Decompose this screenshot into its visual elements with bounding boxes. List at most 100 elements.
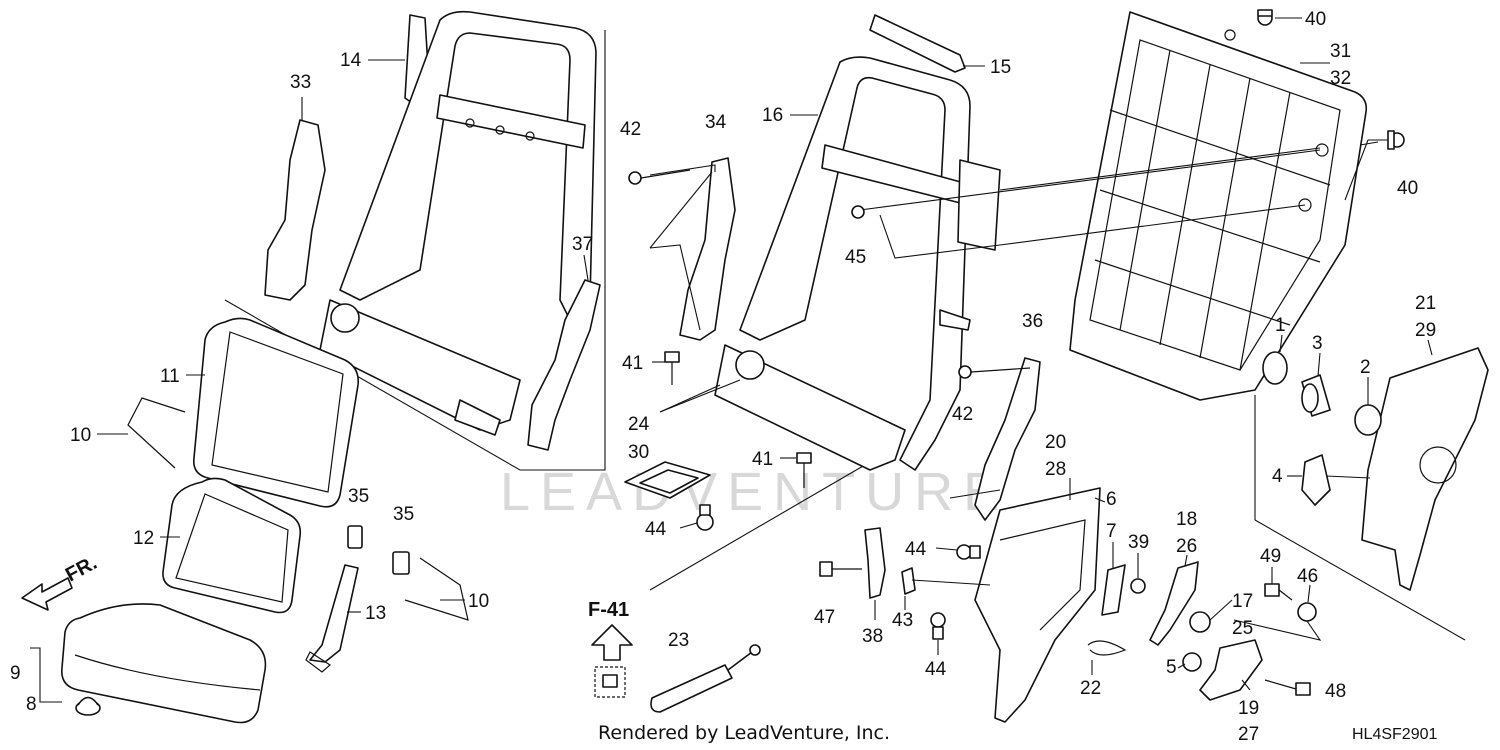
pin-22 [1087, 640, 1127, 656]
gas-strut [650, 644, 761, 713]
bolt-49 [1264, 583, 1293, 601]
callout-28: 28 [1045, 459, 1066, 480]
callout-6: 6 [1106, 489, 1117, 510]
seat-cushion-pad [192, 317, 360, 508]
callout-42-a: 42 [620, 119, 641, 140]
callout-5: 5 [1166, 657, 1177, 678]
callout-36: 36 [1022, 311, 1043, 332]
seat-back-frame-left [319, 10, 597, 436]
washer-17 [1189, 611, 1211, 633]
cap-2 [1354, 404, 1382, 436]
callout-40-top: 40 [1305, 9, 1326, 30]
callout-25: 25 [1232, 618, 1253, 639]
callout-42-b: 42 [952, 404, 973, 425]
hinge-cover-21 [1361, 347, 1489, 591]
front-direction-arrow: FR. [21, 552, 101, 611]
lever-18 [1149, 561, 1199, 646]
bracket-30 [624, 461, 711, 499]
callout-45: 45 [845, 247, 866, 268]
callout-8: 8 [26, 694, 37, 715]
latch-4 [1301, 454, 1331, 506]
fastener-42-b [958, 365, 1031, 379]
callout-39: 39 [1128, 532, 1149, 553]
callout-20: 20 [1045, 432, 1066, 453]
bolt-41-b [796, 452, 812, 488]
bolt-48 [1264, 679, 1311, 696]
hinge-cover-20 [974, 487, 1101, 723]
callout-34: 34 [705, 112, 727, 133]
bracket-38 [864, 527, 886, 599]
callout-17: 17 [1232, 591, 1253, 612]
seat-strap [305, 564, 359, 673]
washer-46 [1297, 602, 1317, 622]
callout-4: 4 [1272, 466, 1283, 487]
group-outlines [224, 30, 1466, 641]
nut-45 [851, 205, 865, 219]
washer-43 [901, 567, 916, 595]
callout-10-left: 10 [70, 425, 91, 446]
callout-22: 22 [1080, 678, 1101, 699]
cap-5 [1182, 652, 1202, 672]
rendered-by-text: Rendered by LeadVenture, Inc. [598, 722, 890, 744]
callout-43: 43 [892, 610, 913, 631]
seat-back-panel [1069, 11, 1368, 401]
callout-47: 47 [814, 607, 835, 628]
fastener-42-a [628, 169, 691, 185]
ring-1 [1262, 351, 1288, 385]
bolt-41-a [664, 351, 680, 385]
callout-26: 26 [1176, 536, 1197, 557]
callout-2: 2 [1360, 357, 1371, 378]
reference-label: F-41 [588, 599, 629, 621]
clip-35-b [392, 551, 410, 575]
callout-9: 9 [10, 663, 21, 684]
spring-wire-right [404, 557, 469, 621]
callout-11: 11 [160, 366, 180, 387]
knob-3 [1301, 374, 1331, 417]
callout-19: 19 [1238, 698, 1259, 719]
seat-bottom-pad [61, 603, 267, 724]
callout-29: 29 [1415, 320, 1436, 341]
spring-wire-left [127, 397, 186, 469]
callout-48: 48 [1325, 681, 1346, 702]
callout-16: 16 [762, 105, 783, 126]
bolt-47 [819, 561, 862, 577]
callout-12: 12 [133, 528, 154, 549]
seat-back-cover-right [527, 279, 601, 451]
seat-back-frame-center [714, 56, 1001, 471]
clip-44-a [696, 504, 714, 531]
callout-10-right: 10 [468, 591, 489, 612]
seat-back-cover-right-center [974, 357, 1041, 521]
bracket-19 [1199, 639, 1263, 701]
callout-21: 21 [1415, 293, 1436, 314]
callout-31: 31 [1330, 41, 1351, 62]
clip-44-c [930, 612, 946, 640]
callout-46: 46 [1297, 566, 1318, 587]
callout-23: 23 [668, 630, 689, 651]
callout-44-b: 44 [905, 539, 927, 560]
callout-40-right: 40 [1397, 178, 1418, 199]
callout-49: 49 [1260, 546, 1281, 567]
headrest-guide-bar [869, 14, 966, 73]
assembly-leaders [859, 139, 1392, 259]
callout-41-b: 41 [752, 449, 773, 470]
callout-1: 1 [1275, 315, 1286, 336]
callout-30: 30 [628, 442, 649, 463]
callout-33: 33 [290, 72, 311, 93]
callout-37: 37 [572, 234, 593, 255]
callout-44-c: 44 [925, 659, 947, 680]
callout-38: 38 [862, 626, 883, 647]
callout-41-a: 41 [622, 353, 643, 374]
callout-13: 13 [365, 603, 386, 624]
part-leaders [30, 17, 1433, 703]
callout-27: 27 [1238, 724, 1259, 745]
callout-18: 18 [1176, 509, 1197, 530]
bracket-7 [1101, 564, 1126, 616]
callout-15: 15 [990, 57, 1011, 78]
callout-24: 24 [628, 414, 650, 435]
clip-44-b [956, 544, 981, 560]
callout-labels: 14 33 37 11 10 12 35 35 13 10 9 8 42 34 … [10, 9, 1436, 745]
clip-35-a [347, 525, 363, 549]
callout-35-b: 35 [393, 504, 414, 525]
